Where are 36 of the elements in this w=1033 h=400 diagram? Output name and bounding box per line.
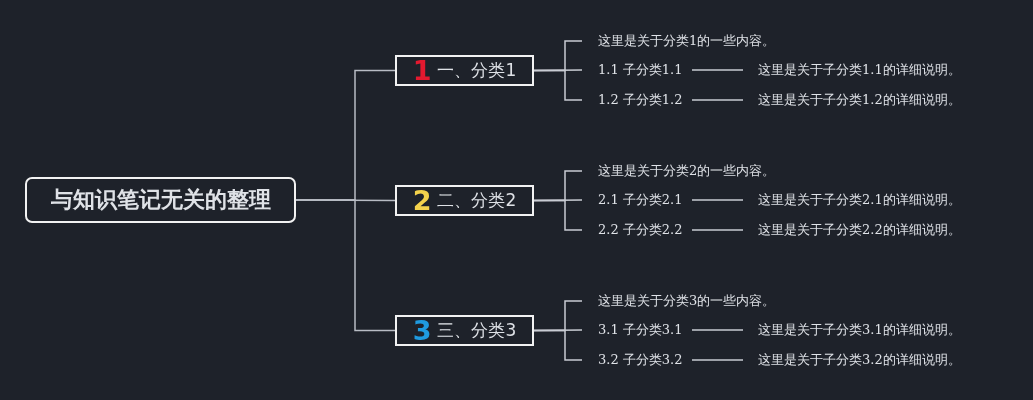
category-box <box>395 315 534 346</box>
number-label: 2 <box>412 185 432 216</box>
detail-text: 这里是关于子分类3.2的详细说明。 <box>743 351 983 369</box>
topic-text: 3.1 子分类3.1 <box>582 321 692 339</box>
connector-line <box>533 199 583 231</box>
detail-text: 这里是关于子分类3.1的详细说明。 <box>743 321 983 339</box>
category-label: 二、分类2 <box>437 189 517 212</box>
number-label: 3 <box>412 315 432 346</box>
connector-line <box>533 329 583 361</box>
connector-line <box>533 69 583 101</box>
connector-line <box>295 199 396 332</box>
connector-line <box>691 359 744 361</box>
topic-text: 这里是关于分类1的一些内容。 <box>582 32 812 50</box>
topic-text: 2.1 子分类2.1 <box>582 191 692 209</box>
number-label: 1 <box>412 55 432 86</box>
topic-text: 1.1 子分类1.1 <box>582 61 692 79</box>
connector-line <box>691 199 744 201</box>
topic-text: 1.2 子分类1.2 <box>582 91 692 109</box>
topic-text: 这里是关于分类2的一些内容。 <box>582 162 812 180</box>
root-topic-label: 与知识笔记无关的整理 <box>50 186 271 214</box>
detail-text: 这里是关于子分类1.1的详细说明。 <box>743 61 983 79</box>
topic-text: 3.2 子分类3.2 <box>582 351 692 369</box>
topic-text: 2.2 子分类2.2 <box>582 221 692 239</box>
connector-line <box>691 229 744 231</box>
detail-text: 这里是关于子分类1.2的详细说明。 <box>743 91 983 109</box>
topic-text: 这里是关于分类3的一些内容。 <box>582 292 812 310</box>
category-label: 三、分类3 <box>437 319 517 342</box>
category-label: 一、分类1 <box>437 59 517 82</box>
category-box <box>395 55 534 86</box>
category-box <box>395 185 534 216</box>
detail-text: 这里是关于子分类2.2的详细说明。 <box>743 221 983 239</box>
connector-line <box>691 329 744 331</box>
root-topic-box <box>25 177 296 223</box>
detail-text: 这里是关于子分类2.1的详细说明。 <box>743 191 983 209</box>
connector-line <box>691 69 744 71</box>
connector-line <box>691 99 744 101</box>
